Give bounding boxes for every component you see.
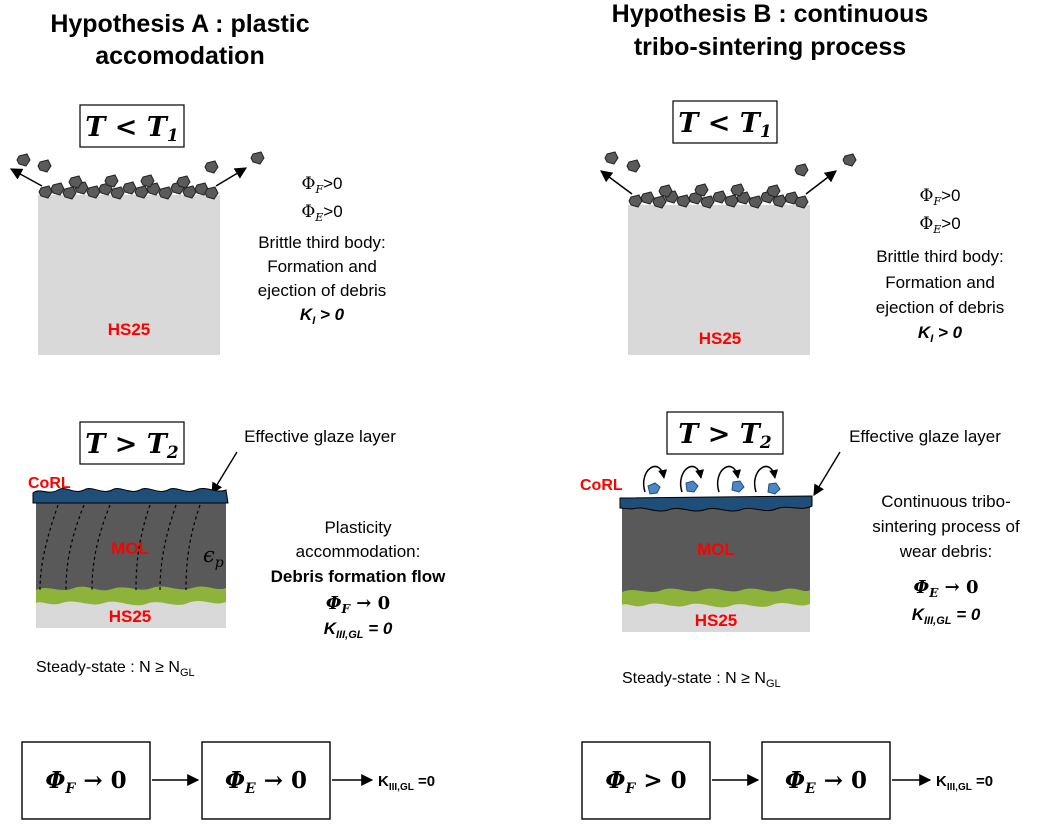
hypothesis-a-title-line1: Hypothesis A : plastic — [50, 10, 309, 38]
cond-high-a: T > T2 — [85, 429, 179, 463]
glaze-layer-a — [32, 487, 229, 504]
cond-low-a: T < T1 — [85, 112, 178, 146]
mol-a — [36, 500, 226, 598]
mol-b — [622, 505, 810, 600]
hs25-label-a-low: HS25 — [108, 320, 151, 339]
corl-label-a: CoRL — [28, 475, 71, 492]
glaze-layer-b — [619, 495, 813, 512]
flow-box2-text-b: ΦE → 0 — [785, 767, 867, 797]
hypothesis-b-title-line2: tribo-sintering process — [634, 33, 906, 61]
phi-e-b: ΦE>0 — [919, 214, 960, 236]
flow-box2-text-a: ΦE → 0 — [225, 767, 307, 797]
brittle-line1-a: Brittle third body: — [258, 233, 386, 252]
debris-layer-b — [604, 151, 857, 209]
debris-layer-a — [16, 151, 265, 200]
flow-result-b: KIII,GL =0 — [936, 773, 993, 793]
k3-a: KIII,GL = 0 — [324, 619, 393, 641]
flow-box1-text-a: ΦF → 0 — [45, 767, 126, 797]
cond-high-box-b — [666, 411, 784, 455]
hypothesis-a-panel: Hypothesis A : plastic accomodation T < … — [9, 10, 447, 820]
brittle-line3-a: ejection of debris — [258, 281, 387, 300]
brittle-line1-b: Brittle third body: — [876, 247, 1004, 266]
hypothesis-b-panel: Hypothesis B : continuous tribo-sinterin… — [580, 0, 1020, 820]
sintering-cycles-b — [642, 465, 779, 493]
mechanism-bold-a: Debris formation flow — [271, 567, 447, 586]
mechanism-line2-a: accommodation: — [296, 542, 421, 561]
interface-b — [622, 588, 810, 608]
hypothesis-a-title-line2: accomodation — [95, 42, 264, 70]
flow-box1-b — [581, 741, 711, 820]
strain-lines-a — [39, 504, 201, 591]
brittle-line2-b: Formation and — [885, 273, 995, 292]
cond-low-b: T < T1 — [678, 108, 771, 142]
flow-box1-text-b: ΦF > 0 — [605, 767, 686, 797]
hs25-label-a-high: HS25 — [109, 607, 152, 626]
cond-low-box-b — [672, 100, 778, 144]
k3-b: KIII,GL = 0 — [912, 605, 981, 627]
phi-f-a: ΦF>0 — [302, 174, 343, 196]
phi-e-a: ΦE>0 — [301, 202, 342, 224]
interface-a — [36, 586, 226, 606]
phi-f-b: ΦF>0 — [920, 186, 961, 208]
hypothesis-b-title-line1: Hypothesis B : continuous — [612, 0, 929, 28]
mol-label-a: MOL — [111, 539, 149, 558]
ki-b: KI > 0 — [918, 323, 963, 345]
strain-label-a: ϵp — [203, 543, 224, 571]
cond-low-box-a — [79, 104, 185, 148]
flow-box2-a — [201, 741, 331, 820]
corl-label-b: CoRL — [580, 477, 623, 494]
mechanism-line3-b: wear debris: — [899, 542, 993, 561]
brittle-line2-a: Formation and — [267, 257, 377, 276]
mol-label-b: MOL — [697, 540, 735, 559]
flow-box2-b — [761, 741, 891, 820]
hs25-label-b-high: HS25 — [695, 611, 738, 630]
cond-high-box-a — [79, 421, 185, 465]
mech-phi-a: ΦF → 0 — [326, 593, 390, 616]
cond-high-b: T > T2 — [678, 419, 772, 453]
mechanism-line2-b: sintering process of — [872, 517, 1020, 536]
steady-state-b: Steady-state : N ≥ NGL — [622, 670, 781, 690]
hs25-label-b-low: HS25 — [699, 329, 742, 348]
brittle-line3-b: ejection of debris — [876, 298, 1005, 317]
steady-state-a: Steady-state : N ≥ NGL — [36, 659, 195, 679]
flow-result-a: KIII,GL =0 — [378, 773, 435, 793]
substrate-b-low — [628, 205, 810, 355]
sinter-particles-b — [647, 480, 781, 495]
glaze-label-b: Effective glaze layer — [849, 427, 1001, 446]
glaze-label-a: Effective glaze layer — [244, 427, 396, 446]
mech-phi-b: ΦE → 0 — [914, 577, 979, 600]
ki-a: KI > 0 — [300, 305, 345, 327]
mechanism-line1-a: Plasticity — [324, 518, 392, 537]
mechanism-line1-b: Continuous tribo- — [881, 492, 1010, 511]
flow-box1-a — [21, 741, 151, 820]
substrate-a-low — [38, 195, 220, 355]
